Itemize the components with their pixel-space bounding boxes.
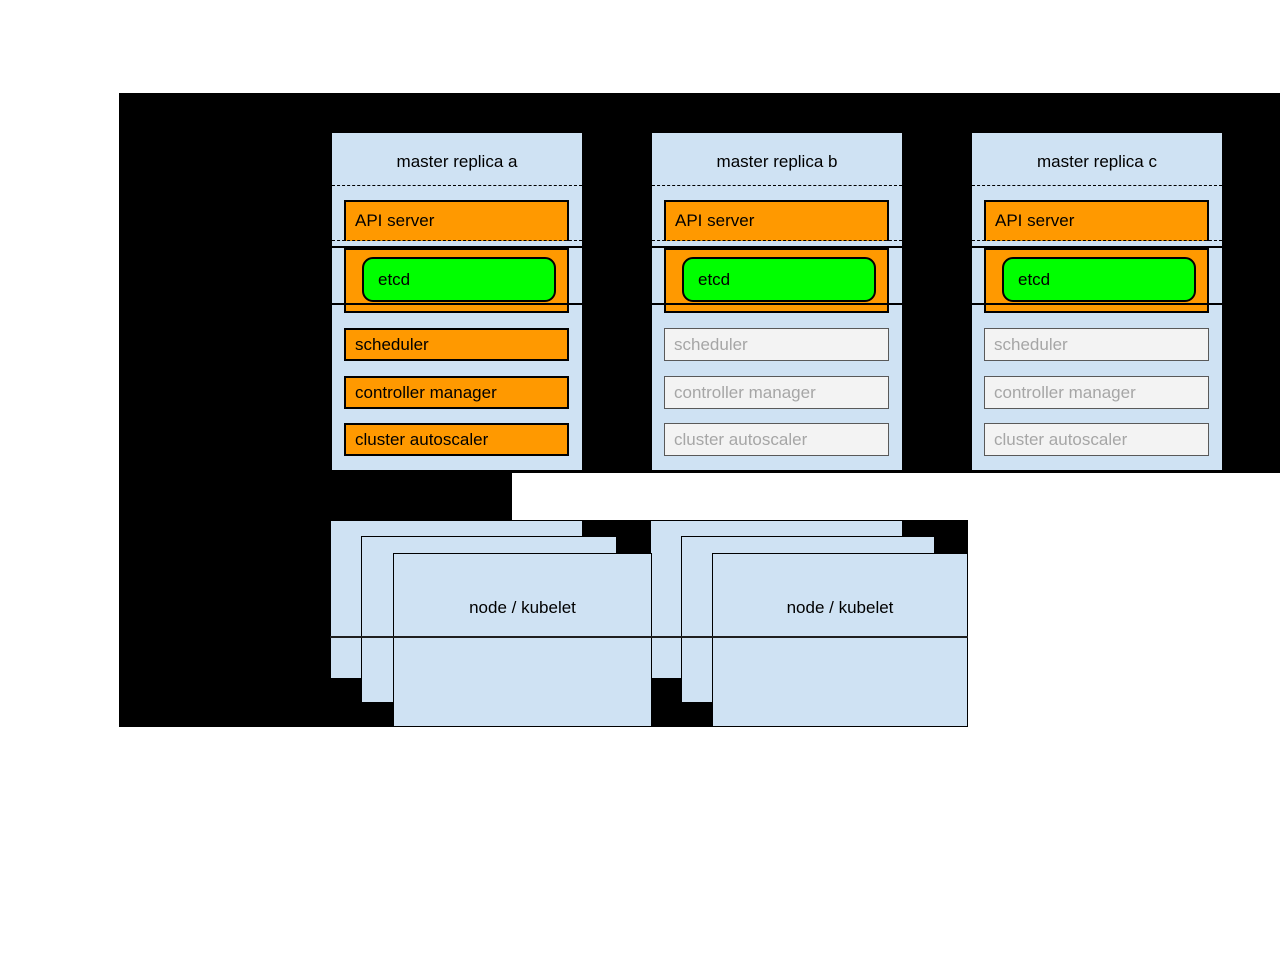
cluster-autoscaler-box: cluster autoscaler [344, 423, 569, 456]
scheduler-box: scheduler [984, 328, 1209, 361]
master-title: master replica b [716, 152, 838, 171]
node-kubelet-label: node / kubelet [786, 598, 894, 617]
node-kubelet-label: node / kubelet [469, 598, 576, 617]
controller-manager-box: controller manager [984, 376, 1209, 409]
api-server-box: API server [344, 200, 569, 241]
zone-divider-dashed [332, 185, 582, 186]
node-divider-line [330, 636, 968, 638]
zone-divider-dashed [652, 185, 902, 186]
zone-divider-dashed [972, 185, 1222, 186]
controller-manager-box: controller manager [664, 376, 889, 409]
api-server-box: API server [664, 200, 889, 241]
scheduler-box: scheduler [344, 328, 569, 361]
cluster-autoscaler-box: cluster autoscaler [984, 423, 1209, 456]
zone-divider-solid [652, 246, 902, 248]
etcd-band: etcd [984, 248, 1209, 313]
etcd-band: etcd [664, 248, 889, 313]
master-title: master replica a [396, 152, 518, 171]
zone-divider-solid [652, 303, 902, 305]
zone-divider-solid [332, 303, 582, 305]
zone-divider-dashed [972, 240, 1222, 241]
cluster-autoscaler-box: cluster autoscaler [664, 423, 889, 456]
master-title: master replica c [1037, 152, 1157, 171]
etcd-box: etcd [362, 257, 556, 302]
master-replica-c-box: master replica c API server etcd schedul… [970, 131, 1224, 472]
master-replica-a-box: master replica a API server etcd schedul… [330, 131, 584, 472]
zone-divider-solid [972, 303, 1222, 305]
etcd-band: etcd [344, 248, 569, 313]
zone-divider-dashed [332, 240, 582, 241]
controller-manager-box: controller manager [344, 376, 569, 409]
api-server-box: API server [984, 200, 1209, 241]
node-kubelet-box: node / kubelet [393, 553, 652, 727]
zone-divider-solid [332, 246, 582, 248]
etcd-box: etcd [682, 257, 876, 302]
etcd-box: etcd [1002, 257, 1196, 302]
master-replica-b-box: master replica b API server etcd schedul… [650, 131, 904, 472]
scheduler-box: scheduler [664, 328, 889, 361]
zone-divider-solid [972, 246, 1222, 248]
node-kubelet-box: node / kubelet [712, 553, 968, 727]
zone-divider-dashed [652, 240, 902, 241]
